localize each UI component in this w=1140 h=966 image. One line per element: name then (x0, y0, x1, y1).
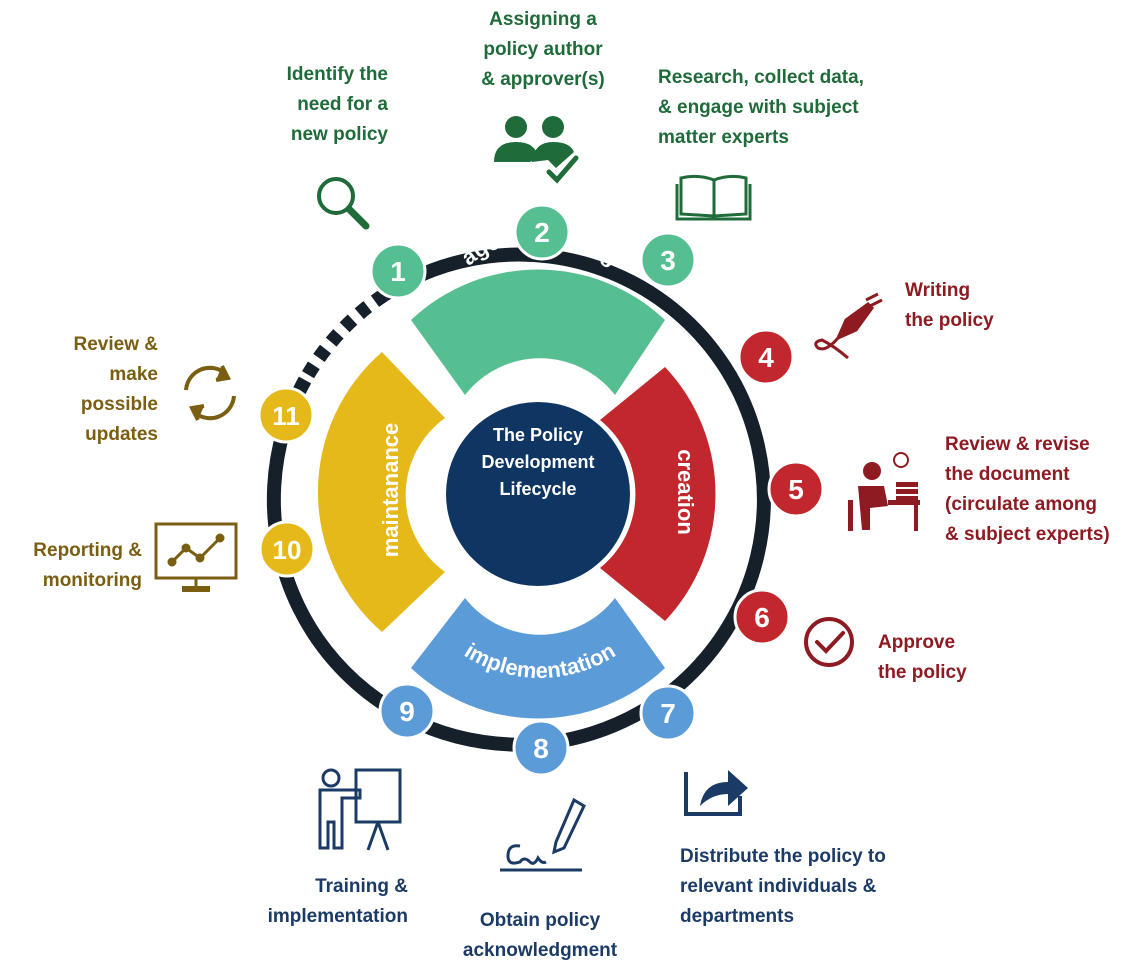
phase-creation-label: creation (673, 449, 698, 535)
step-marker-6: 6 (733, 588, 791, 646)
svg-text:6: 6 (754, 602, 770, 633)
phase-creation-segment (600, 367, 716, 621)
center-title: The Policy Development Lifecycle (481, 425, 595, 499)
svg-text:8: 8 (533, 733, 549, 764)
svg-text:10: 10 (273, 535, 302, 565)
check-circle-icon (804, 617, 854, 667)
step-marker-5: 5 (767, 460, 825, 518)
step-marker-8: 8 (512, 719, 570, 777)
step-4-label: Writing the policy (905, 280, 994, 331)
step-marker-4: 4 (737, 328, 795, 386)
svg-text:5: 5 (788, 474, 804, 505)
svg-text:9: 9 (399, 696, 415, 727)
phase-agenda-segment (411, 269, 665, 395)
step-2-label: Assigning a policy author & approver(s) (481, 9, 605, 90)
svg-text:4: 4 (758, 342, 774, 373)
step-10-label: Reporting & monitoring (33, 540, 142, 591)
person-at-desk-icon (848, 452, 920, 531)
step-marker-10: 10 (258, 520, 316, 578)
step-marker-9: 9 (378, 682, 436, 740)
open-book-icon (675, 174, 752, 221)
step-marker-1: 1 (369, 242, 427, 300)
lifecycle-ring (266, 247, 771, 752)
step-1-label: Identify the need for a new policy (286, 64, 388, 145)
svg-text:1: 1 (390, 256, 406, 287)
svg-text:7: 7 (660, 698, 676, 729)
step-5-label: Review & revise the document (circulate … (945, 434, 1110, 545)
step-7-label: Distribute the policy to relevant indivi… (680, 846, 886, 927)
step-9-label: Training & implementation (267, 876, 408, 927)
step-marker-11: 11 (257, 386, 315, 444)
svg-text:11: 11 (272, 401, 300, 431)
step-marker-2: 2 (513, 203, 571, 261)
phase-maintenance-label: maintanance (378, 423, 403, 558)
fountain-pen-icon (814, 292, 883, 360)
refresh-cycle-icon (184, 365, 236, 421)
people-check-icon (494, 116, 579, 184)
monitor-chart-icon (154, 522, 238, 592)
signature-pen-icon (500, 797, 586, 872)
step-8-label: Obtain policy acknowledgment (462, 910, 618, 961)
center-circle (446, 402, 630, 586)
magnifier-icon (317, 177, 370, 230)
phase-implementation-segment (411, 598, 665, 719)
phase-maintenance-segment (317, 352, 445, 632)
step-marker-7: 7 (639, 684, 697, 742)
presenter-board-icon (318, 768, 402, 851)
step-6-label: Approve the policy (878, 632, 967, 683)
share-arrow-icon (684, 770, 748, 816)
step-11-label: Review & make possible updates (73, 334, 158, 445)
svg-text:2: 2 (534, 217, 550, 248)
step-3-label: Research, collect data, & engage with su… (658, 67, 864, 148)
ring-dashed-segment (298, 289, 388, 384)
svg-text:3: 3 (660, 245, 676, 276)
step-marker-3: 3 (639, 231, 697, 289)
